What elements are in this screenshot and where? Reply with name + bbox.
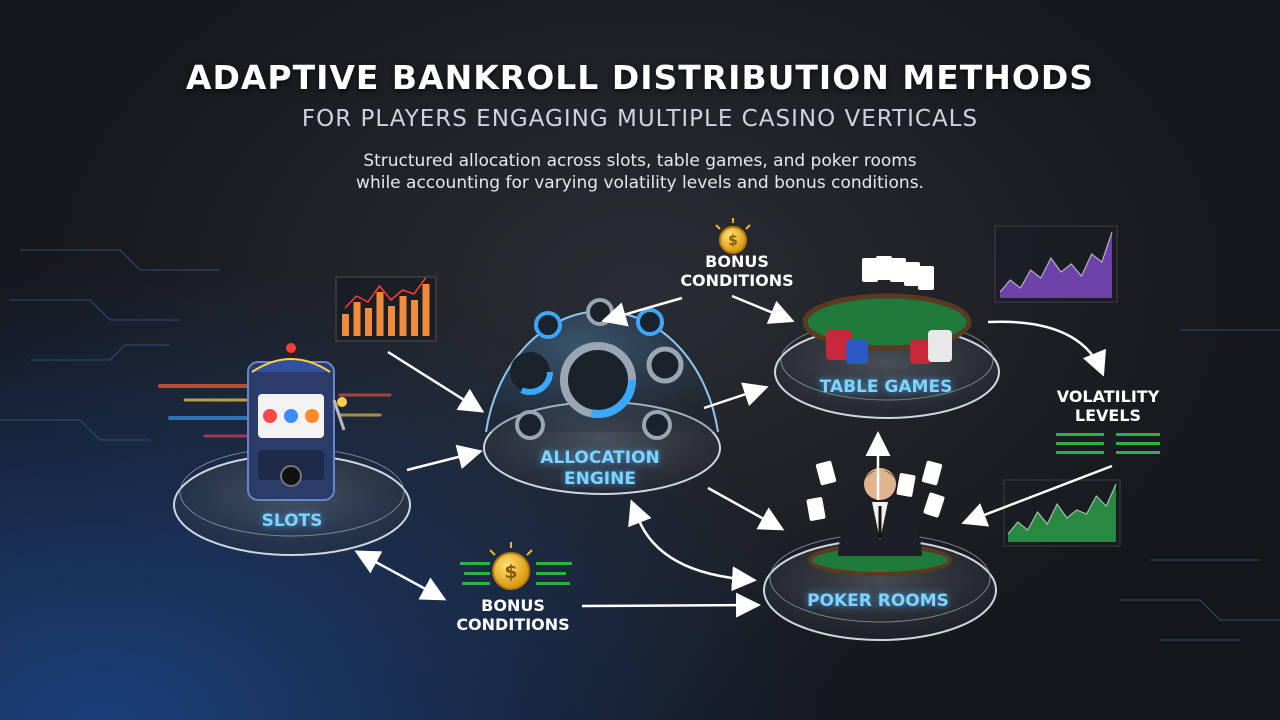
svg-text:$: $ [504, 561, 517, 583]
description-line-2: while accounting for varying volatility … [356, 173, 924, 193]
table-games-label: TABLE GAMES [819, 377, 953, 397]
page-subtitle: FOR PLAYERS ENGAGING MULTIPLE CASINO VER… [301, 106, 979, 132]
flow-arrows [354, 294, 1113, 618]
mini-chart-bar [411, 300, 418, 336]
chip-stack-left [826, 330, 868, 364]
mini-chart-green [1003, 479, 1121, 547]
mini-chart-bar [342, 314, 349, 336]
bonus-conditions-bottom-label: BONUS CONDITIONS [423, 596, 603, 634]
mini-chart-orange [335, 276, 437, 342]
volatility-line-2: LEVELS [1074, 406, 1142, 425]
purple-chart-line [999, 231, 1113, 293]
allocation-engine-label-line-1: ALLOCATION [540, 448, 660, 468]
mini-chart-bar [376, 292, 384, 336]
slots-label: SLOTS [261, 511, 323, 531]
arrow-slots-bonus-bidirectional [354, 550, 447, 601]
volatility-levels-label: VOLATILITY LEVELS [1018, 387, 1198, 425]
page-title: ADAPTIVE BANKROLL DISTRIBUTION METHODS [185, 58, 1095, 97]
mini-chart-trend-line [344, 277, 427, 309]
arrow-engine-to-poker [707, 486, 785, 531]
slot-machine-icon [247, 343, 347, 501]
page-description: Structured allocation across slots, tabl… [0, 150, 1280, 194]
allocation-engine-label: ALLOCATION ENGINE [490, 448, 710, 490]
speed-streaks [158, 384, 392, 438]
dollar-coin-icon-top: $ [715, 218, 751, 254]
casino-table-icon [802, 256, 972, 364]
mini-chart-bar [399, 296, 407, 336]
mini-chart-purple [994, 225, 1118, 303]
arrow-engine-to-table [703, 382, 769, 410]
volatility-checklist [1056, 433, 1160, 454]
bonus-bottom-line-2: CONDITIONS [456, 615, 570, 634]
arrow-chart-to-engine [387, 350, 485, 413]
arrow-table-to-volatility [987, 320, 1107, 377]
bonus-top-line-2: CONDITIONS [680, 271, 794, 290]
arrow-bonus-to-table [731, 294, 795, 324]
arrow-bonus-to-engine [601, 296, 683, 327]
poker-rooms-label: POKER ROOMS [807, 591, 949, 611]
allocation-engine-label-line-2: ENGINE [564, 469, 636, 489]
allocation-engine-dome [483, 298, 721, 495]
circuit-lines-right [1120, 329, 1280, 641]
volatility-line-1: VOLATILITY [1056, 387, 1160, 406]
mini-chart-bar [353, 302, 361, 336]
dollar-coin-icon-bottom: $ [460, 542, 572, 590]
arrow-engine-poker-bidirectional [628, 499, 757, 592]
bonus-conditions-top-label: BONUS CONDITIONS [647, 252, 827, 290]
arrow-volatility-to-poker [961, 464, 1113, 527]
description-line-1: Structured allocation across slots, tabl… [363, 151, 917, 171]
bonus-bottom-line-1: BONUS [481, 596, 545, 615]
green-chart-line [1007, 483, 1117, 535]
arrow-bonus-to-poker [581, 592, 761, 618]
svg-text:$: $ [728, 233, 738, 249]
bonus-top-line-1: BONUS [705, 252, 769, 271]
mini-chart-bar [422, 284, 430, 336]
chip-stack-right [910, 330, 952, 364]
green-chart-area [1008, 484, 1116, 542]
circuit-lines-left [0, 249, 220, 441]
arrow-slots-to-engine [406, 444, 483, 472]
mini-chart-bar [388, 306, 395, 336]
mini-chart-bar [365, 308, 372, 336]
poker-dealer-icon [806, 460, 952, 576]
